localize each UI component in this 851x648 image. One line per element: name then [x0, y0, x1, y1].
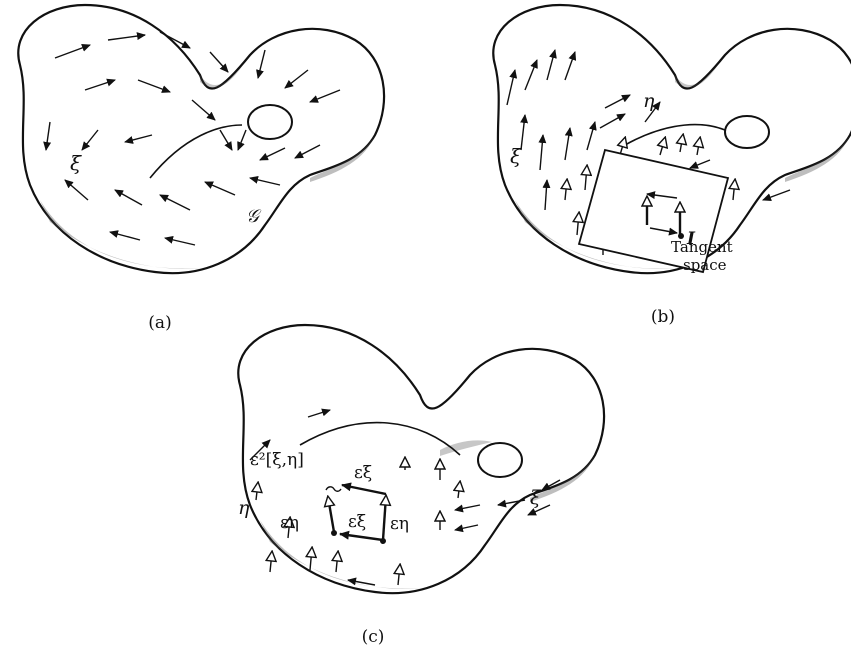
- handle-hole: [478, 443, 522, 477]
- eps-eta-left-label: εη: [280, 513, 299, 533]
- eps-eta-right-label: εη: [390, 514, 409, 534]
- handle-hole: [725, 116, 769, 148]
- caption-c: (c): [362, 627, 385, 647]
- flow-arrow: [210, 52, 228, 72]
- handle-hole: [248, 105, 292, 139]
- group-manifold-outline: [18, 5, 384, 273]
- caption-b: (b): [651, 307, 675, 327]
- panel-b: ξ η I Tangent space (b): [493, 5, 851, 327]
- eps-xi-top-label: εξ: [354, 463, 372, 483]
- field-label-xi: ξ: [70, 151, 82, 175]
- flow-arrow: [763, 190, 790, 200]
- field-label-eta: η: [238, 497, 250, 519]
- panel-c: η ε²[ξ,η] εξ εξ εη εη ξ (c): [238, 325, 604, 647]
- tangent-label-line1: Tangent: [671, 238, 733, 256]
- hollow-arrow: [270, 552, 272, 572]
- field-label-xi: ξ: [510, 144, 522, 168]
- field-label-eta: η: [643, 90, 655, 112]
- panel-a: ξ 𝒢 (a): [18, 5, 384, 333]
- commutator-label: ε²[ξ,η]: [250, 450, 304, 470]
- field-label-xi: ξ: [530, 487, 542, 509]
- start-point: [380, 538, 386, 544]
- tangent-label-line2: space: [683, 256, 727, 274]
- eps-xi-bottom-label: εξ: [348, 512, 366, 532]
- loop-point: [331, 530, 337, 536]
- caption-a: (a): [148, 313, 171, 333]
